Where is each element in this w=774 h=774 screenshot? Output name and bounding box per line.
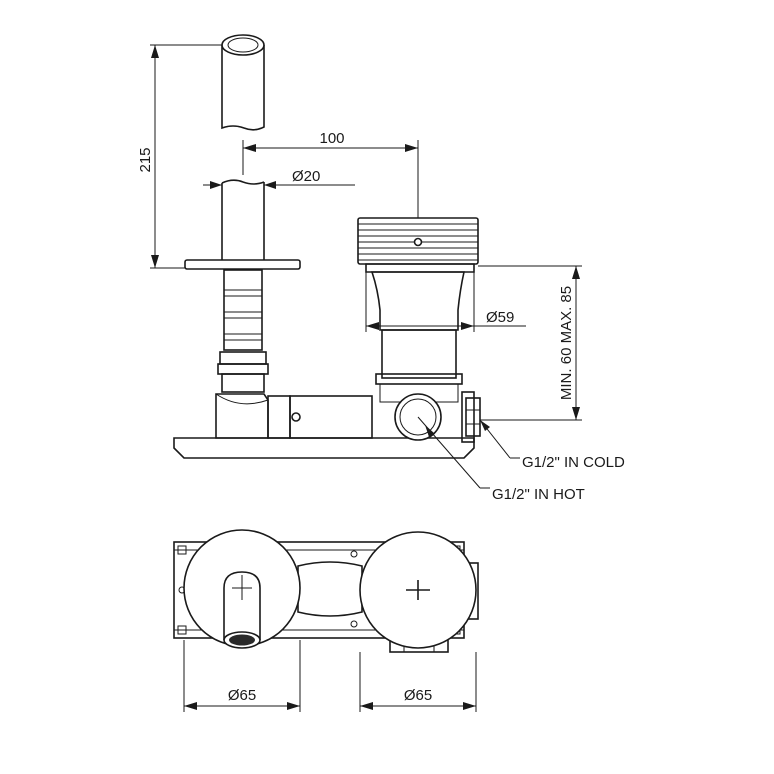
dimension-d65-left: Ø65	[183, 640, 301, 712]
spout-body	[184, 179, 301, 393]
handle-assembly	[357, 217, 481, 443]
dimension-215: 215	[137, 44, 222, 269]
label-inlet-hot: G1/2" IN HOT	[492, 486, 585, 503]
side-elevation: 215 100 Ø20 Ø59	[137, 34, 625, 503]
label-215: 215	[137, 147, 154, 172]
dimension-100: 100	[242, 130, 419, 218]
label-d65-left: Ø65	[228, 687, 256, 704]
label-inlet-cold: G1/2" IN COLD	[522, 454, 625, 471]
dimension-d65-right: Ø65	[359, 652, 477, 712]
label-d59: Ø59	[486, 309, 514, 326]
dimension-min-max: MIN. 60 MAX. 85	[478, 265, 582, 421]
dimension-d20: Ø20	[203, 168, 355, 189]
spout-outlet	[221, 34, 265, 131]
leader-hot: G1/2" IN HOT	[417, 416, 585, 503]
leader-cold: G1/2" IN COLD	[479, 419, 625, 471]
handle-rosette	[359, 531, 477, 649]
label-min-max: MIN. 60 MAX. 85	[558, 286, 575, 400]
label-d20: Ø20	[292, 168, 320, 185]
label-100: 100	[319, 130, 344, 147]
spout-rosette	[183, 529, 301, 649]
label-d65-right: Ø65	[404, 687, 432, 704]
dimension-d59: Ø59	[365, 272, 526, 332]
front-view: Ø65 Ø65	[173, 529, 479, 712]
